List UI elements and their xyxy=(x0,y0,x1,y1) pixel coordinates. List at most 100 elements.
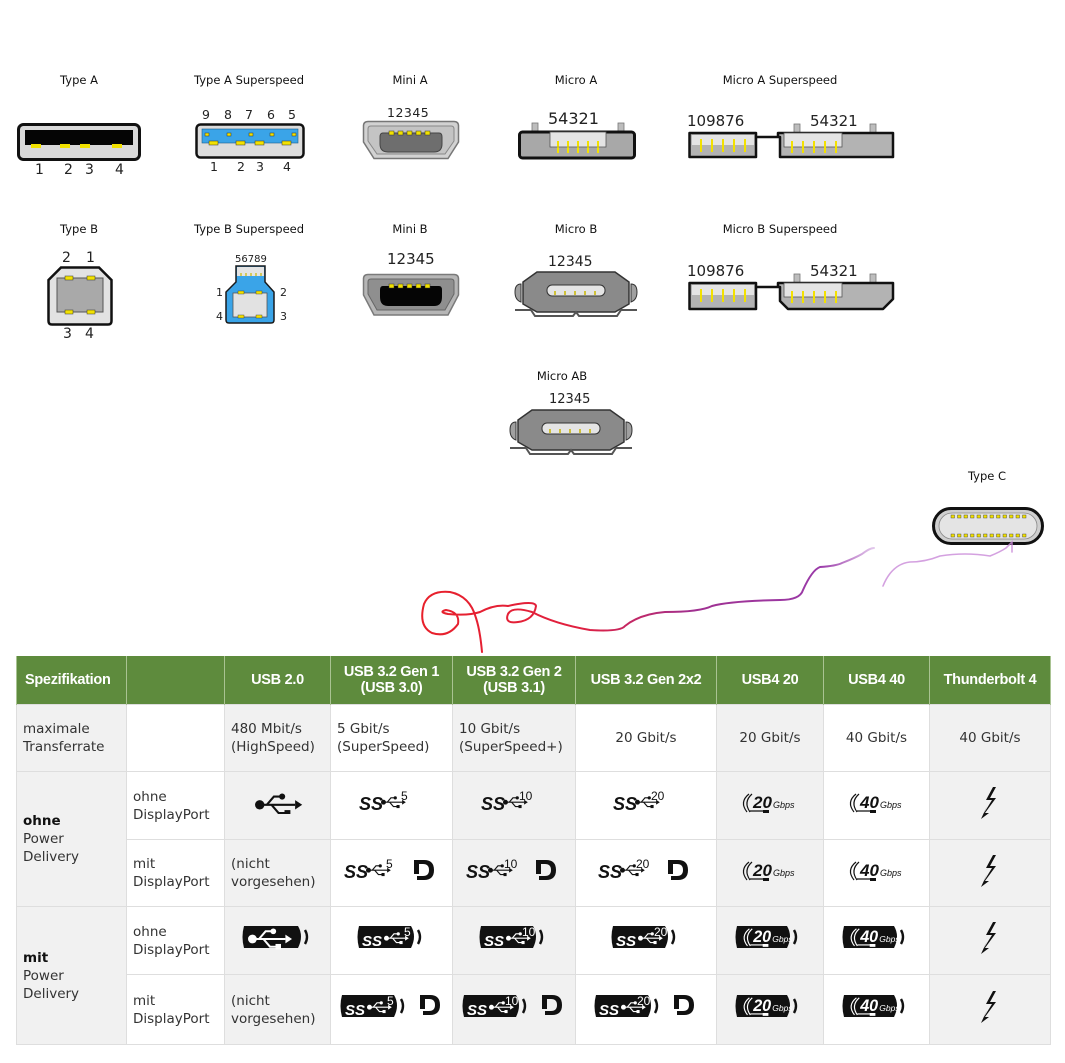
group-label-bold: mit xyxy=(23,949,49,966)
superspeed-20-pd-icon: SS 20 xyxy=(611,925,676,950)
group-label-bold: ohne xyxy=(23,813,61,829)
scribble-stroke xyxy=(882,540,1013,587)
pin-numbers: 54321 xyxy=(810,262,858,280)
logo-cell: SS 20 xyxy=(575,771,717,840)
pin-number: 2 xyxy=(64,162,73,178)
gbps-number: 20 xyxy=(752,793,772,812)
connector-label: Type A xyxy=(60,73,98,87)
superspeed-text: SS xyxy=(467,1002,487,1019)
gbps-number: 40 xyxy=(859,997,878,1015)
scribble-stroke xyxy=(421,547,875,653)
logo-cell: SS 20 xyxy=(575,839,717,907)
connector-label: Type C xyxy=(967,469,1007,483)
type-c-pin xyxy=(963,533,968,538)
pin-number: 2 xyxy=(62,250,71,266)
pin-numbers: 12345 xyxy=(548,254,593,270)
logo-cell: SS 10 xyxy=(452,906,576,975)
type-c-pin xyxy=(970,514,975,519)
pin-numbers: 109876 xyxy=(687,112,745,130)
superspeed-text: SS xyxy=(345,1002,365,1019)
superspeed-20-displayport-icon: SS 20 xyxy=(598,857,688,882)
displayport-icon xyxy=(674,995,694,1015)
pin-number: 5 xyxy=(288,107,296,122)
usb-spec-table: Spezifikation USB 2.0 USB 3.2 Gen 1(USB … xyxy=(16,656,1051,1045)
rate-note: (HighSpeed) xyxy=(231,739,315,755)
rate-value: 480 Mbit/s xyxy=(231,721,302,737)
logo-cell xyxy=(929,906,1051,975)
speed-number: 10 xyxy=(519,790,533,803)
group-label-line: Delivery xyxy=(23,849,80,865)
connector-label: Micro B Superspeed xyxy=(722,222,838,236)
superspeed-text: SS xyxy=(362,933,382,950)
pin-number: 4 xyxy=(115,162,124,178)
type-c-pin xyxy=(976,514,981,519)
type-c-pin xyxy=(970,533,975,538)
usb4-40gbps-pd-icon: 40 Gbps xyxy=(842,995,904,1017)
gbps-unit: Gbps xyxy=(772,1003,793,1013)
connector-label: Type A Superspeed xyxy=(193,73,305,87)
connector-label: Mini B xyxy=(392,222,428,236)
superspeed-20-icon: SS 20 xyxy=(613,789,665,814)
pin-numbers: 54321 xyxy=(810,112,858,130)
logo-cell: SS 5 xyxy=(330,839,453,907)
type-a-port-icon xyxy=(17,123,141,161)
type-c-pin xyxy=(1015,514,1020,519)
gbps-unit: Gbps xyxy=(773,868,795,878)
logo-cell: SS 20 xyxy=(575,906,717,975)
pin-number: 4 xyxy=(283,159,291,174)
superspeed-10-icon: SS 10 xyxy=(481,789,533,814)
header-line: USB 3.2 Gen 1 xyxy=(343,664,440,680)
pin-number: 4 xyxy=(85,326,94,342)
type-c-pin xyxy=(950,514,955,519)
header-line: (USB 3.1) xyxy=(483,680,545,696)
group-label-line: Power xyxy=(23,831,64,847)
pin-number: 2 xyxy=(280,286,287,299)
type-c-pin xyxy=(950,533,955,538)
rate-value: 10 Gbit/s xyxy=(459,721,521,737)
header-usb32-gen1: USB 3.2 Gen 1(USB 3.0) xyxy=(330,656,453,705)
displayport-icon xyxy=(668,859,688,880)
speed-number: 20 xyxy=(636,858,650,871)
header-line: USB 3.2 Gen 2 xyxy=(466,664,562,680)
type-c-pin xyxy=(996,514,1001,519)
pin-number: 1 xyxy=(216,286,223,299)
superspeed-text: SS xyxy=(359,794,383,814)
type-c-pin xyxy=(1002,514,1007,519)
pin-numbers: 109876 xyxy=(687,262,745,280)
usb4-20gbps-pd-icon: 20 Gbps xyxy=(735,995,798,1017)
connector-label: Type B Superspeed xyxy=(193,222,305,236)
speed-number: 10 xyxy=(505,994,519,1008)
logo-cell: SS 5 xyxy=(330,771,453,840)
micro-b-superspeed-port-icon xyxy=(688,273,895,311)
superspeed-10-displayport-icon: SS 10 xyxy=(466,857,556,882)
pin-number: 1 xyxy=(86,250,95,266)
type-c-pin xyxy=(957,514,962,519)
type-c-pin xyxy=(1002,533,1007,538)
rate-value: 5 Gbit/s xyxy=(337,721,390,737)
superspeed-text: SS xyxy=(613,794,637,814)
header-empty xyxy=(126,656,225,705)
pin-number: 2 xyxy=(237,159,245,174)
rate-cell: 20 Gbit/s xyxy=(716,704,824,772)
type-c-pin xyxy=(1015,533,1020,538)
gbps-number: 40 xyxy=(859,928,878,946)
empty-cell xyxy=(126,704,225,772)
gbps-number: 20 xyxy=(752,997,771,1015)
superspeed-10-pd-icon: SS 10 xyxy=(479,925,544,950)
header-usb32-gen2: USB 3.2 Gen 2(USB 3.1) xyxy=(452,656,576,705)
rate-cell: 40 Gbit/s xyxy=(823,704,930,772)
pin-numbers: 54321 xyxy=(548,109,599,128)
logo-cell xyxy=(929,771,1051,840)
superspeed-text: SS xyxy=(616,933,636,950)
logo-cell: SS 20 xyxy=(575,974,717,1045)
gbps-number: 20 xyxy=(752,861,772,880)
superspeed-text: SS xyxy=(466,862,490,882)
type-b-port-icon xyxy=(47,266,113,326)
pin-number: 6 xyxy=(267,107,275,122)
logo-cell xyxy=(224,906,331,975)
connector-label: Micro A xyxy=(554,73,598,87)
usb4-40gbps-icon: 40 Gbps xyxy=(849,861,902,881)
thunderbolt-icon xyxy=(981,922,996,954)
